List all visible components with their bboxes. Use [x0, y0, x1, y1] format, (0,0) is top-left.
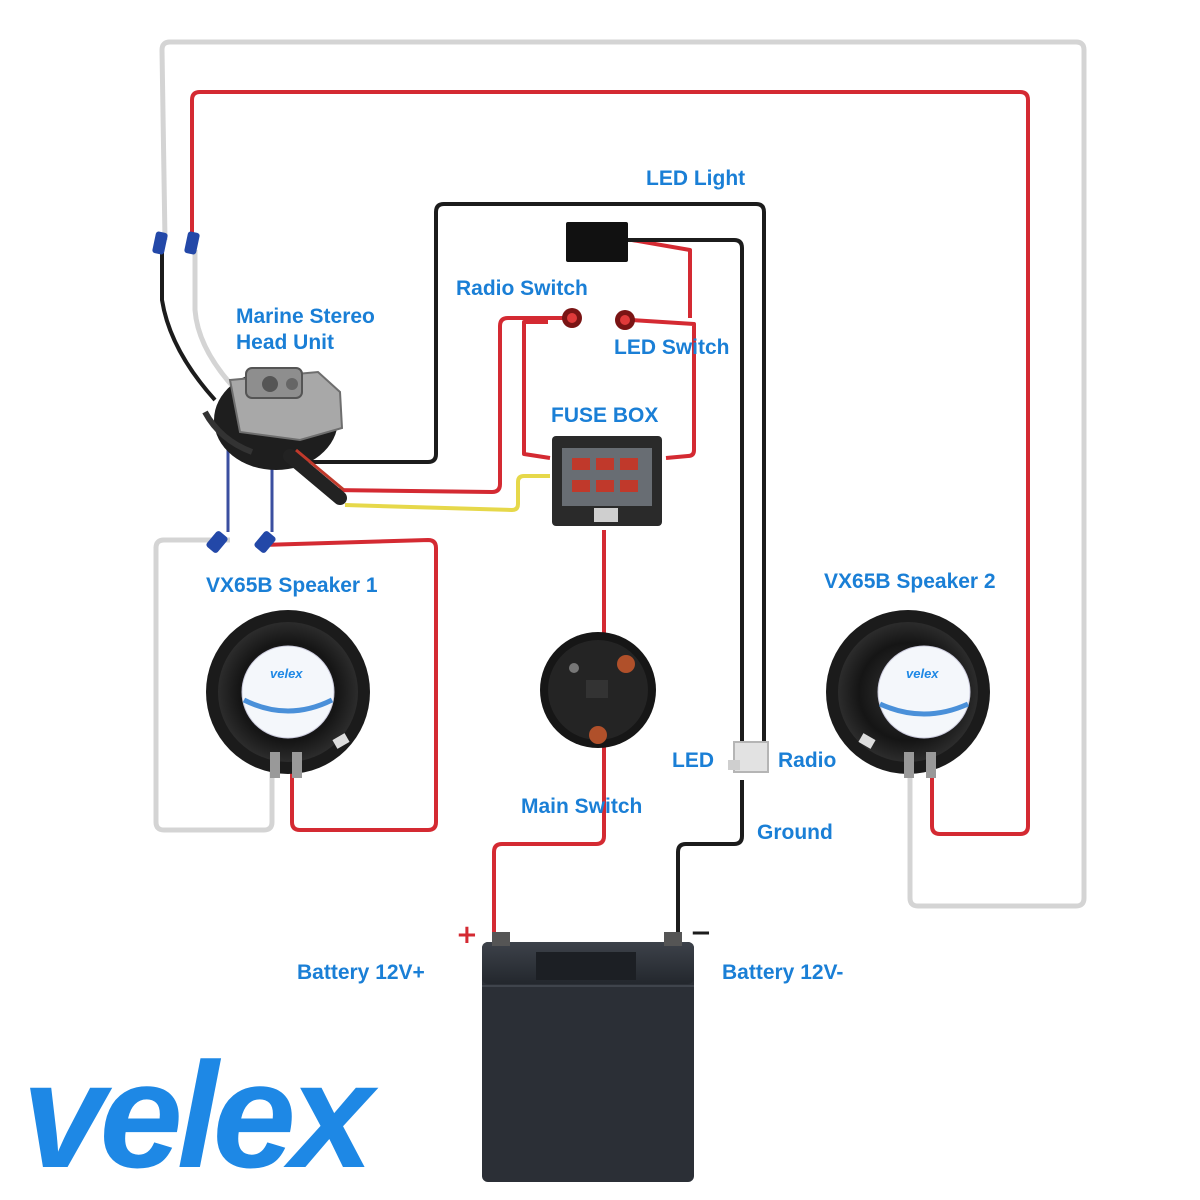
red-wire-battery-pos [492, 742, 606, 940]
speaker2-brand: velex [906, 666, 939, 681]
led-switch-icon [615, 310, 635, 330]
red-wire-speaker1 [261, 538, 438, 832]
connector-icon [184, 231, 200, 255]
white-wire-outer-loop [159, 39, 1087, 909]
red-wire-radio-switch-fuse [522, 320, 551, 460]
black-wire-ground [676, 780, 744, 940]
black-wire-head-unit [160, 250, 217, 402]
led-light-icon [566, 222, 628, 262]
battery-icon [482, 932, 694, 1182]
speaker1-label: VX65B Speaker 1 [206, 574, 378, 597]
speaker1-brand: velex [270, 666, 303, 681]
white-wire-head-unit [192, 250, 240, 394]
head-unit-label-line1: Marine Stereo [236, 305, 375, 328]
main-switch-icon [540, 632, 656, 748]
black-wires [160, 202, 766, 940]
blue-connectors [152, 231, 276, 553]
led-light-label: LED Light [646, 167, 746, 190]
fuse-box-icon [552, 436, 662, 526]
connector-icon [152, 231, 168, 255]
white-wire-speaker1 [153, 537, 275, 833]
red-wire-radio-feed [329, 316, 570, 494]
red-wire-led-switch-fuse [631, 318, 696, 460]
led-switch-label: LED Switch [614, 336, 730, 359]
fuse-box-label: FUSE BOX [551, 404, 659, 427]
connector-icon [206, 531, 228, 553]
main-switch-label: Main Switch [521, 795, 643, 818]
velex-logo: velex [22, 1031, 373, 1199]
minus-sign: − [690, 918, 712, 948]
radio-label: Radio [778, 749, 837, 772]
radio-switch-label: Radio Switch [456, 277, 588, 300]
junction-connector-icon [728, 741, 769, 773]
battery-pos-label: Battery 12V+ [297, 961, 425, 984]
speaker2-icon: velex [826, 610, 990, 778]
speaker2-label: VX65B Speaker 2 [824, 570, 996, 593]
yellow-wire [344, 474, 550, 513]
black-wire-led-return [625, 238, 744, 742]
speaker1-icon: velex [206, 610, 370, 778]
led-label: LED [672, 749, 714, 772]
connector-icon [254, 531, 276, 553]
white-wires [153, 39, 1087, 909]
battery-neg-label: Battery 12V- [722, 961, 844, 984]
head-unit-label-line2: Head Unit [236, 331, 335, 354]
radio-switch-icon [562, 308, 582, 328]
red-wire-led-switch [631, 238, 692, 318]
black-wire-led-light [310, 202, 766, 742]
ground-label: Ground [757, 821, 833, 844]
red-wire-speaker2-loop [190, 90, 1030, 836]
head-unit-icon [202, 367, 347, 505]
plus-sign: + [456, 920, 478, 950]
